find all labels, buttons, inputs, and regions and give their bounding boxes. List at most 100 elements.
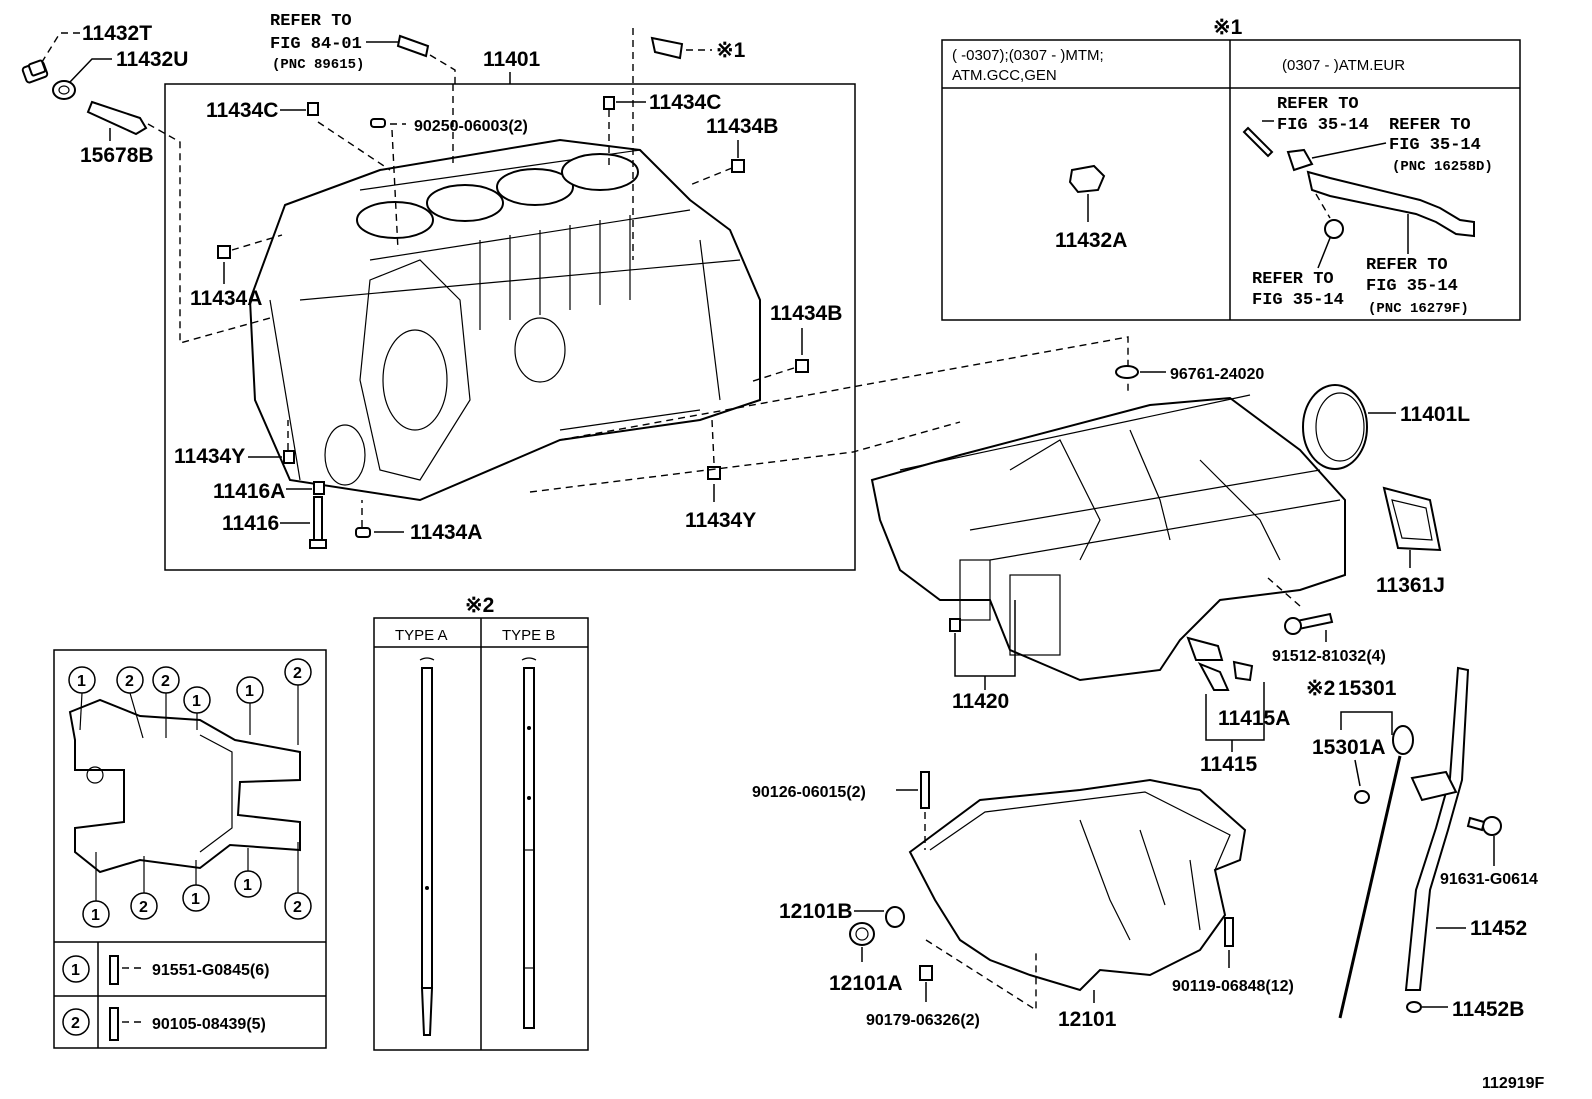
label-11415: 11415 <box>1200 753 1258 776</box>
oring-96761 <box>1115 365 1139 379</box>
label-12101B: 12101B <box>779 900 853 923</box>
box1-frame <box>941 39 1521 321</box>
legend-row2-num: 2 <box>71 1015 80 1032</box>
label-11434A-bottom: 11434A <box>410 521 482 544</box>
union-11415 <box>1186 636 1230 691</box>
label-15301A: 15301A <box>1312 736 1386 759</box>
label-11432T: 11432T <box>82 22 152 45</box>
dipstick-type-b <box>521 657 537 1029</box>
box2-type-a: TYPE A <box>395 627 448 644</box>
pin-11434Y-left <box>283 450 295 464</box>
dipstick-15301 <box>1338 725 1414 1019</box>
nut-ref-c <box>1324 219 1344 239</box>
label-91631: 91631-G0614 <box>1440 871 1538 888</box>
bolt-91551-icon <box>109 955 119 985</box>
box1-ref-c-l1: REFER TO <box>1252 270 1334 289</box>
plug-12101A <box>849 922 875 946</box>
legend-row1-marker <box>62 955 90 983</box>
svg-text:1: 1 <box>245 683 254 700</box>
label-12101A: 12101A <box>829 972 903 995</box>
svg-text:1: 1 <box>91 907 100 924</box>
box2-title: ※2 <box>465 594 494 617</box>
label-11452B: 11452B <box>1452 998 1524 1021</box>
refer-top-l2: FIG 84-01 <box>270 35 362 54</box>
box1-ref-d-l2: FIG 35-14 <box>1366 277 1458 296</box>
legend-row1-num: 1 <box>71 962 80 979</box>
label-11434C-right: 11434C <box>649 91 721 114</box>
box1-right-header: (0307 - )ATM.EUR <box>1282 57 1405 74</box>
label-11415A: 11415A <box>1218 707 1290 730</box>
pin-11434B-top <box>731 159 745 173</box>
svg-text:1: 1 <box>192 693 201 710</box>
gasket-ref-b <box>1286 148 1314 172</box>
svg-text:2: 2 <box>139 899 148 916</box>
plug-11432T <box>21 59 49 84</box>
label-note2: ※2 <box>1306 677 1335 700</box>
box1-ref-b-l1: REFER TO <box>1389 116 1471 135</box>
label-11432A: 11432A <box>1055 229 1127 252</box>
legend-row1-part: 91551-G0845(6) <box>152 962 269 979</box>
bolt-ref-a <box>1242 126 1274 158</box>
box1-ref-d-l3: (PNC 16279F) <box>1368 301 1469 317</box>
dipstick-type-a <box>419 657 435 1036</box>
label-90179: 90179-06326(2) <box>866 1012 980 1029</box>
box1-ref-c-l2: FIG 35-14 <box>1252 291 1344 310</box>
box2-type-b: TYPE B <box>502 627 555 644</box>
label-96761: 96761-24020 <box>1170 366 1264 383</box>
stud-11416 <box>313 496 323 543</box>
label-90250: 90250-06003(2) <box>414 118 528 135</box>
sensor-15678B <box>86 100 148 136</box>
cylinder-block-drawing <box>248 138 761 502</box>
box1-ref-a-l2: FIG 35-14 <box>1277 116 1369 135</box>
label-11434B-top: 11434B <box>706 115 778 138</box>
label-15678B: 15678B <box>80 144 154 167</box>
label-11434Y-right: 11434Y <box>685 509 756 532</box>
box1-title: ※1 <box>1213 16 1243 39</box>
bolt-91631 <box>1466 816 1502 836</box>
gasket-12101B <box>885 906 905 928</box>
box1-ref-b-l2: FIG 35-14 <box>1389 136 1481 155</box>
bolt-90105-icon <box>109 1007 119 1041</box>
crankcase-11420-drawing <box>870 394 1346 682</box>
label-11401L: 11401L <box>1400 403 1470 426</box>
label-11434B-right: 11434B <box>770 302 842 325</box>
oil-pan-12101-drawing <box>908 778 1247 992</box>
box1-ref-a-l1: REFER TO <box>1277 95 1359 114</box>
label-11361J: 11361J <box>1376 574 1445 597</box>
plug-note1 <box>650 36 684 60</box>
pin-11434C-left <box>307 102 319 116</box>
label-11434A-left: 11434A <box>190 287 262 310</box>
bolt-map-outline <box>68 698 301 874</box>
pin-11434C-right <box>603 96 615 110</box>
svg-text:2: 2 <box>161 673 170 690</box>
bolt-legend-frame <box>53 649 327 1049</box>
label-11434Y-left: 11434Y <box>174 445 245 468</box>
box1-ref-b-l3: (PNC 16258D) <box>1392 159 1493 175</box>
label-90119: 90119-06848(12) <box>1172 978 1294 995</box>
bolt-map-markers: 1 2 2 1 1 2 1 2 1 1 2 <box>68 658 312 928</box>
sensor-89615 <box>396 34 430 58</box>
bolt-90119 <box>1224 917 1234 947</box>
pin-11420 <box>949 618 961 632</box>
label-11452: 11452 <box>1470 917 1527 940</box>
label-11432U: 11432U <box>116 48 188 71</box>
svg-text:1: 1 <box>191 891 200 908</box>
box1-ref-d-l1: REFER TO <box>1366 256 1448 275</box>
oring-15301A <box>1354 790 1370 804</box>
svg-text:2: 2 <box>293 665 302 682</box>
label-91512: 91512-81032(4) <box>1272 648 1386 665</box>
label-15301: 15301 <box>1338 677 1397 700</box>
refer-top-l1: REFER TO <box>270 12 352 31</box>
legend-row2-part: 90105-08439(5) <box>152 1016 266 1033</box>
svg-text:2: 2 <box>293 899 302 916</box>
label-12101: 12101 <box>1058 1008 1117 1031</box>
label-11416: 11416 <box>222 512 279 535</box>
bolt-11415A <box>1232 660 1254 682</box>
washer-11432U <box>52 80 76 100</box>
label-note1: ※1 <box>716 39 746 62</box>
diagram-id: 112919F <box>1482 1075 1545 1092</box>
label-11434C-left: 11434C <box>206 99 278 122</box>
label-11401: 11401 <box>483 48 541 71</box>
oring-11452B <box>1406 1001 1422 1013</box>
